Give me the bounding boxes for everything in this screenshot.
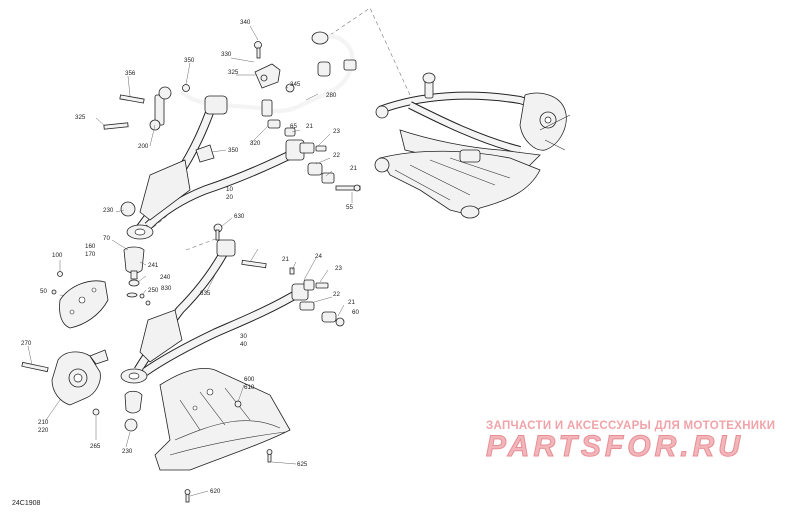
callout-330: 330	[221, 51, 232, 58]
callout-65: 65	[290, 123, 297, 130]
lower-arm-fasteners	[241, 259, 345, 327]
callout-265: 265	[90, 443, 101, 450]
callout-55: 55	[346, 204, 353, 211]
bushing	[204, 95, 228, 115]
upper-a-arm	[126, 95, 305, 240]
callout-230: 230	[103, 207, 114, 214]
sway-bar-end	[311, 31, 329, 45]
callout-labels: 340 330 325 350 356 345 280 325 200 320 …	[21, 19, 359, 495]
leader-lines	[27, 25, 353, 497]
callout-23-b: 23	[335, 265, 342, 272]
callout-23: 23	[333, 128, 340, 135]
callout-270: 270	[21, 340, 32, 347]
callout-200: 200	[138, 143, 149, 150]
callout-345: 345	[290, 81, 301, 88]
callout-210: 210	[38, 419, 49, 426]
callout-50: 50	[40, 288, 47, 295]
callout-600: 600	[244, 376, 255, 383]
callout-241: 241	[148, 262, 159, 269]
callout-170: 170	[85, 251, 96, 258]
ball-joint	[123, 246, 145, 274]
upper-arm-fasteners	[284, 127, 361, 192]
callout-280: 280	[326, 92, 337, 99]
callout-21: 21	[306, 123, 313, 130]
callout-230-b: 230	[122, 448, 133, 455]
sway-bar	[180, 31, 357, 117]
callout-40: 40	[240, 341, 247, 348]
callout-22-b: 22	[333, 291, 340, 298]
callout-100: 100	[52, 252, 63, 259]
callout-250: 250	[148, 287, 159, 294]
callout-10: 10	[226, 186, 233, 193]
callout-22: 22	[333, 152, 340, 159]
watermark-tagline: ЗАПЧАСТИ И АКСЕССУАРЫ ДЛЯ МОТОТЕХНИКИ	[486, 420, 776, 432]
nut	[182, 84, 190, 92]
callout-24: 24	[315, 253, 322, 260]
callout-240: 240	[160, 274, 171, 281]
bolt-head	[254, 41, 262, 49]
ball-joint-parts	[123, 246, 151, 432]
callout-635: 635	[200, 290, 211, 297]
callout-325-b: 325	[75, 114, 86, 121]
bolt	[103, 122, 129, 130]
reference-lines	[59, 7, 411, 301]
mud-guard-left	[51, 271, 109, 329]
callout-325: 325	[228, 69, 239, 76]
circlip	[120, 201, 136, 217]
sway-link-hardware	[103, 41, 295, 217]
bracket	[254, 63, 281, 89]
callout-21-c: 21	[282, 256, 289, 263]
callout-320: 320	[250, 140, 261, 147]
callout-830: 830	[161, 285, 172, 292]
callout-220: 220	[38, 427, 49, 434]
callout-610: 610	[244, 384, 255, 391]
bolt	[21, 361, 49, 373]
callout-620: 620	[210, 488, 221, 495]
callout-356: 356	[125, 70, 136, 77]
callout-20: 20	[226, 194, 233, 201]
callout-630: 630	[234, 213, 245, 220]
bolt	[119, 94, 145, 104]
callout-30: 30	[240, 333, 247, 340]
callout-70: 70	[103, 235, 110, 242]
skid-plate	[154, 368, 291, 503]
callout-350-b: 350	[228, 147, 239, 154]
drawing-code: 24C1908	[12, 500, 41, 507]
watermark-brand: PARTSFOR.RU	[486, 430, 744, 463]
callout-60: 60	[352, 309, 359, 316]
steering-knuckle	[21, 349, 109, 416]
assembled-suspension-view	[374, 72, 571, 219]
bolt	[241, 259, 267, 269]
watermark: ЗАПЧАСТИ И АКСЕССУАРЫ ДЛЯ МОТОТЕХНИКИ PA…	[486, 420, 786, 462]
callout-340: 340	[240, 19, 251, 26]
callout-350: 350	[184, 57, 195, 64]
callout-21-d: 21	[348, 299, 355, 306]
callout-21-b: 21	[350, 165, 357, 172]
callout-160: 160	[85, 243, 96, 250]
callout-625: 625	[297, 461, 308, 468]
